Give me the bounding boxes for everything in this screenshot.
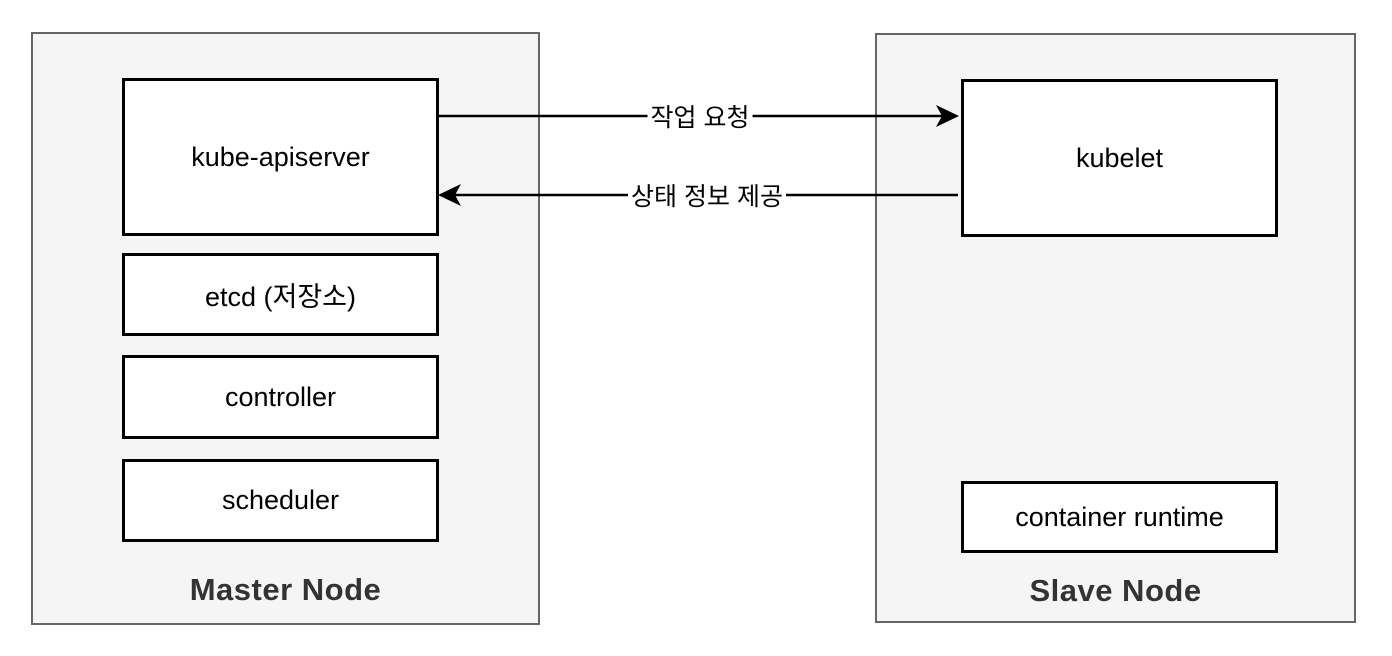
slave-node-title: Slave Node [1029, 573, 1202, 608]
kube-apiserver-box: kube-apiserver [122, 78, 439, 236]
master-node-container: kube-apiserver etcd (저장소) controller sch… [31, 32, 540, 625]
status-report-label: 상태 정보 제공 [628, 177, 786, 213]
etcd-label: etcd (저장소) [204, 282, 357, 312]
master-node-title: Master Node [189, 572, 382, 607]
kubelet-label: kubelet [1075, 142, 1164, 173]
scheduler-box: scheduler [122, 459, 439, 542]
work-request-label: 작업 요청 [647, 98, 753, 134]
kube-apiserver-label: kube-apiserver [191, 141, 370, 172]
kubelet-box: kubelet [961, 79, 1278, 237]
slave-node-container: kubelet container runtime Slave Node [875, 33, 1356, 623]
controller-box: controller [122, 355, 439, 439]
controller-label: controller [224, 381, 337, 412]
etcd-box: etcd (저장소) [122, 253, 439, 336]
container-runtime-label: container runtime [1015, 501, 1224, 532]
scheduler-label: scheduler [221, 485, 340, 515]
container-runtime-box: container runtime [961, 481, 1278, 553]
